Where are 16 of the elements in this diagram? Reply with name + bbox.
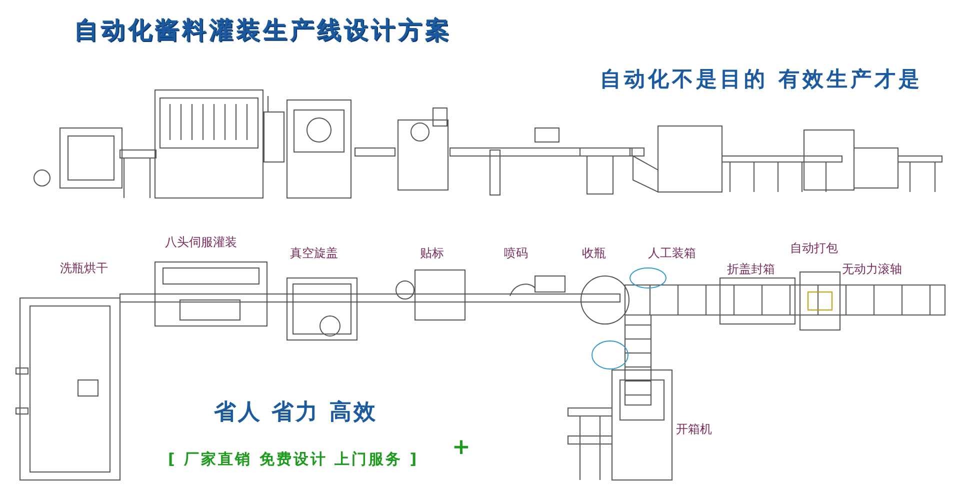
station-label: 人工装箱 <box>648 247 696 260</box>
station-label: 收瓶 <box>582 247 606 260</box>
station-label: 折盖封箱 <box>727 263 775 276</box>
motto-text: 省人 省力 高效 <box>214 401 378 426</box>
slogan-text: 自动化不是目的 有效生产才是 <box>600 68 922 92</box>
station-label: 无动力滚轴 <box>842 263 902 276</box>
station-label: 洗瓶烘干 <box>60 262 108 276</box>
title: 自动化酱料灌装生产线设计方案 <box>74 15 452 46</box>
station-label: 喷码 <box>504 247 528 260</box>
service-text: [ 厂家直销 免费设计 上门服务 ] <box>168 451 419 468</box>
station-label: 贴标 <box>420 247 444 260</box>
station-label: 真空旋盖 <box>290 247 338 260</box>
station-label: 八头伺服灌装 <box>165 236 237 250</box>
station-label: 自动打包 <box>790 242 838 256</box>
plus-sign: + <box>452 436 470 460</box>
station-label: 开箱机 <box>676 423 712 436</box>
